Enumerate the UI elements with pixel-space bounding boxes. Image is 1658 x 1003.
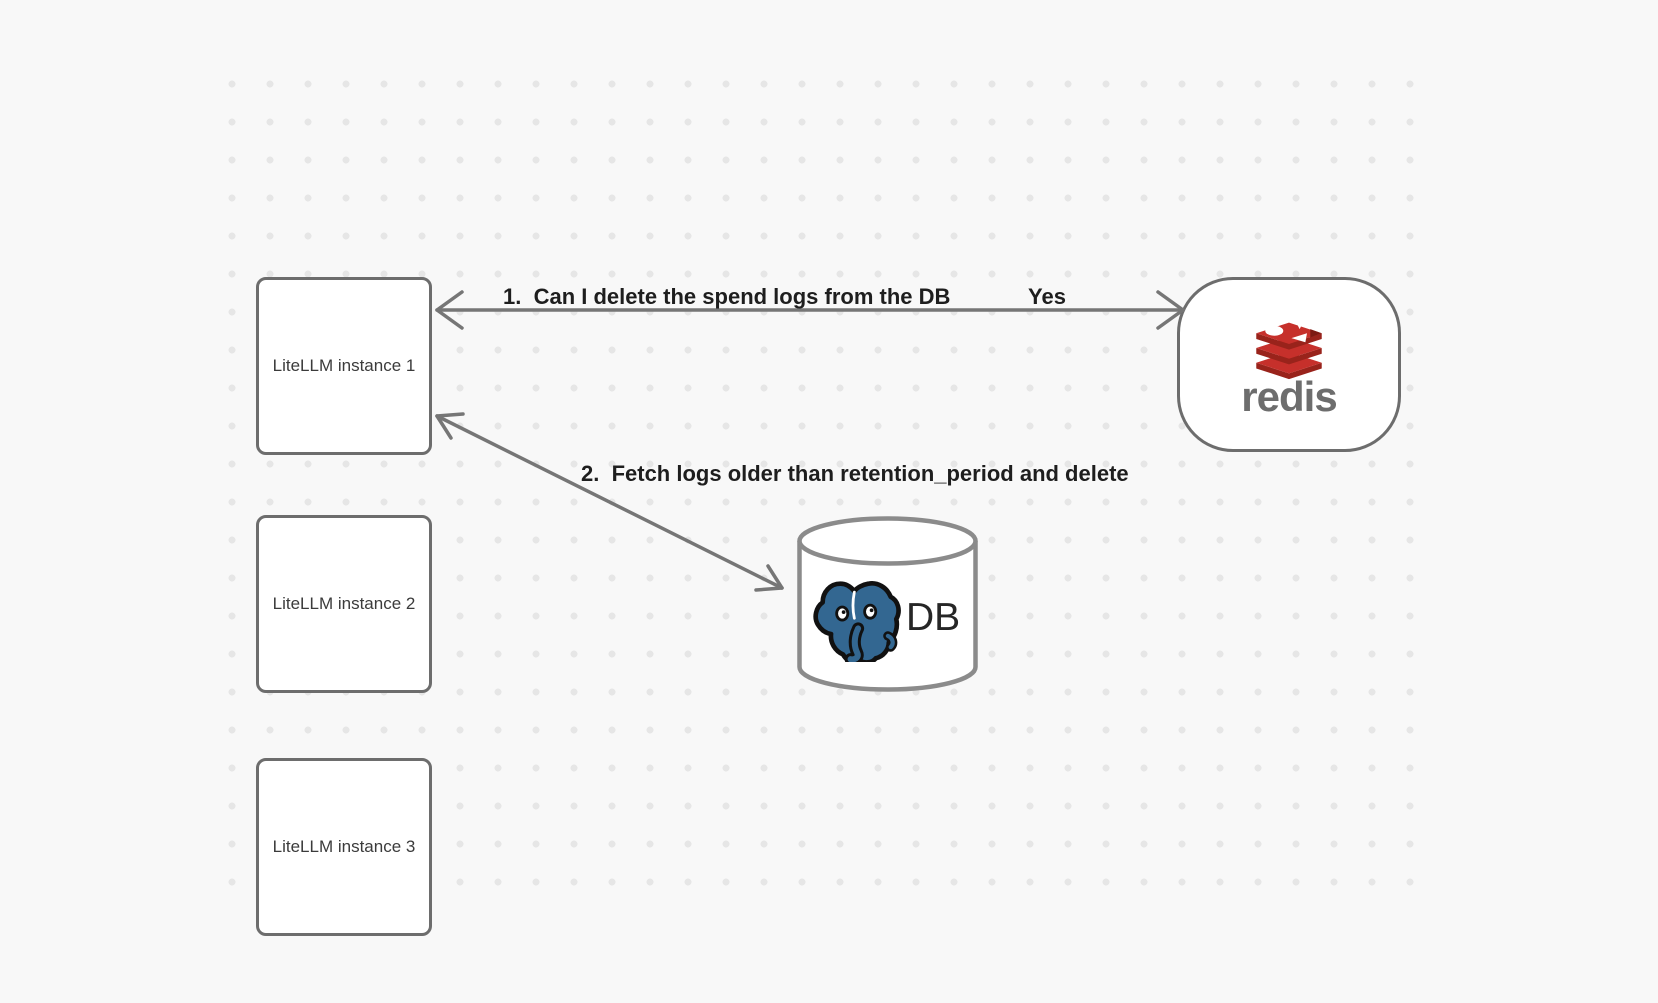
edge1-label[interactable]: 1. Can I delete the spend logs from the … [503, 284, 951, 309]
node-litellm-instance-1-label: LiteLLM instance 1 [272, 356, 416, 375]
redis-logo-icon [1256, 312, 1322, 379]
node-litellm-instance-2[interactable]: LiteLLM instance 2 [256, 515, 432, 693]
edge1-response-label[interactable]: Yes [1028, 284, 1066, 309]
node-litellm-instance-3-label: LiteLLM instance 3 [272, 837, 416, 856]
db-label: DB [906, 596, 961, 639]
node-litellm-instance-1[interactable]: LiteLLM instance 1 [256, 277, 432, 455]
node-litellm-instance-3[interactable]: LiteLLM instance 3 [256, 758, 432, 936]
postgres-elephant-icon [813, 581, 901, 662]
node-redis[interactable]: redis [1177, 277, 1401, 452]
edge2-label[interactable]: 2. Fetch logs older than retention_perio… [581, 461, 1129, 486]
redis-wordmark: redis [1241, 372, 1337, 420]
node-litellm-instance-2-label: LiteLLM instance 2 [272, 594, 416, 613]
